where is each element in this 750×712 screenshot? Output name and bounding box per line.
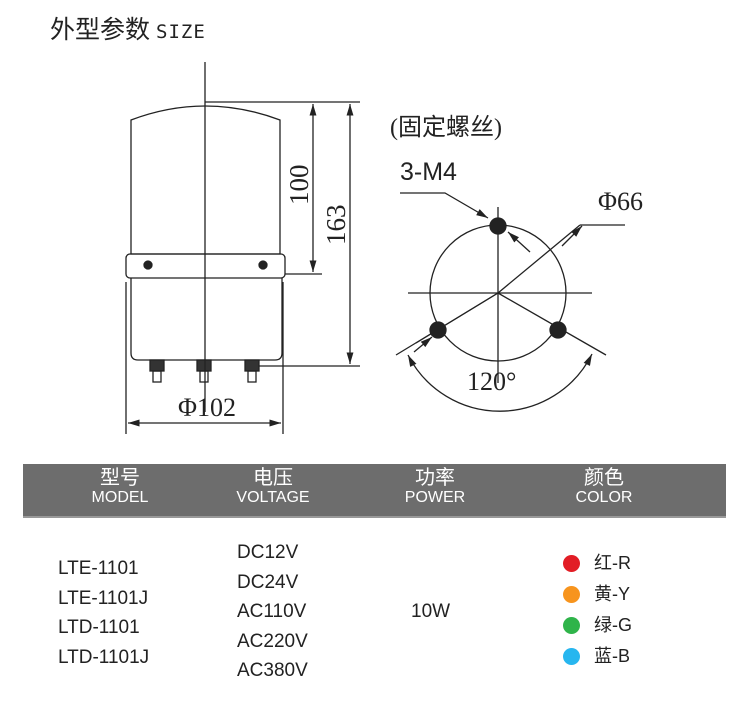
power-value: 10W	[411, 601, 451, 622]
color-item-green: 绿-G	[563, 610, 632, 641]
screws-label: 3-M4	[400, 158, 457, 186]
color-item-red: 红-R	[563, 548, 632, 579]
voltage-item: AC110V	[237, 601, 307, 622]
color-item-blue: 蓝-B	[563, 641, 632, 672]
model-item: LTE-1101J	[58, 587, 149, 609]
diameter-102-label: Φ102	[178, 393, 236, 422]
color-list: 红-R 黄-Y 绿-G 蓝-B	[563, 548, 632, 672]
diameter-66-label: Φ66	[598, 187, 643, 216]
voltage-item: DC24V	[237, 571, 299, 593]
height-163-label: 163	[321, 205, 351, 246]
dimension-drawing: 100 163 Φ102 (固定螺丝) 3-M4 Φ66 120°	[125, 62, 643, 434]
side-view	[125, 62, 360, 434]
model-list: LTE-1101 LTE-1101J LTD-1101 LTD-1101J	[58, 554, 149, 672]
mount-view	[395, 192, 625, 412]
color-dot	[563, 586, 580, 603]
voltage-item: DC12V	[237, 542, 299, 563]
color-item-yellow: 黄-Y	[563, 579, 632, 610]
model-item: LTE-1101	[58, 558, 139, 579]
title-en: SIZE	[156, 21, 206, 43]
color-dot	[563, 555, 580, 572]
model-item: LTD-1101	[58, 617, 140, 638]
mount-note-label: (固定螺丝)	[390, 114, 502, 141]
color-dot	[563, 617, 580, 634]
voltage-list: DC12V DC24V AC110V AC220V AC380V	[237, 538, 308, 686]
voltage-item: AC380V	[237, 660, 308, 681]
color-dot	[563, 648, 580, 665]
angle-label: 120°	[467, 367, 516, 396]
height-100-label: 100	[284, 165, 314, 206]
voltage-item: AC220V	[237, 630, 308, 652]
model-item: LTD-1101J	[58, 646, 150, 668]
title-cn: 外型参数	[50, 16, 151, 44]
